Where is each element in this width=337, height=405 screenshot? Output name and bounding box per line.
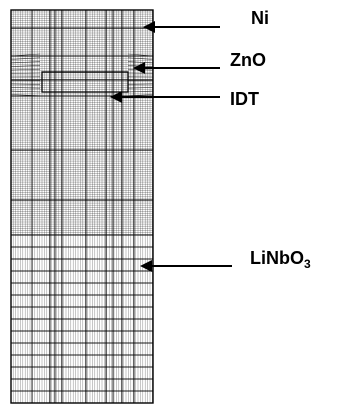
transition-line: [127, 87, 154, 89]
transition-line: [10, 65, 41, 67]
label-linbo3: LiNbO3: [250, 248, 311, 271]
transition-line: [127, 72, 154, 74]
transition-line: [127, 94, 154, 97]
transition-line: [10, 72, 41, 74]
arrow-linbo3: [140, 260, 232, 272]
label-zno: ZnO: [230, 50, 266, 70]
electrode-region-mesh: [10, 53, 154, 97]
transition-line: [127, 57, 154, 60]
transition-line: [10, 68, 41, 71]
mesh-rows-lower: [11, 234, 153, 392]
mesh-model: [10, 9, 154, 404]
idt-electrode-block: [41, 71, 129, 93]
transition-line: [127, 61, 154, 64]
label-ni: Ni: [251, 8, 269, 28]
transition-line: [127, 90, 154, 93]
transition-line: [10, 90, 41, 93]
transition-line: [10, 94, 41, 97]
annotation-arrows: [110, 21, 232, 272]
transition-line: [10, 61, 41, 64]
transition-line: [10, 87, 41, 89]
transition-line: [10, 57, 41, 60]
arrow-ni: [143, 21, 220, 33]
mesh-rows-upper: [11, 11, 153, 236]
arrow-idt: [110, 91, 220, 103]
arrow-zno: [133, 62, 220, 74]
mesh-columns: [12, 10, 153, 403]
mesh-outline: [10, 9, 154, 404]
label-idt: IDT: [230, 89, 259, 109]
